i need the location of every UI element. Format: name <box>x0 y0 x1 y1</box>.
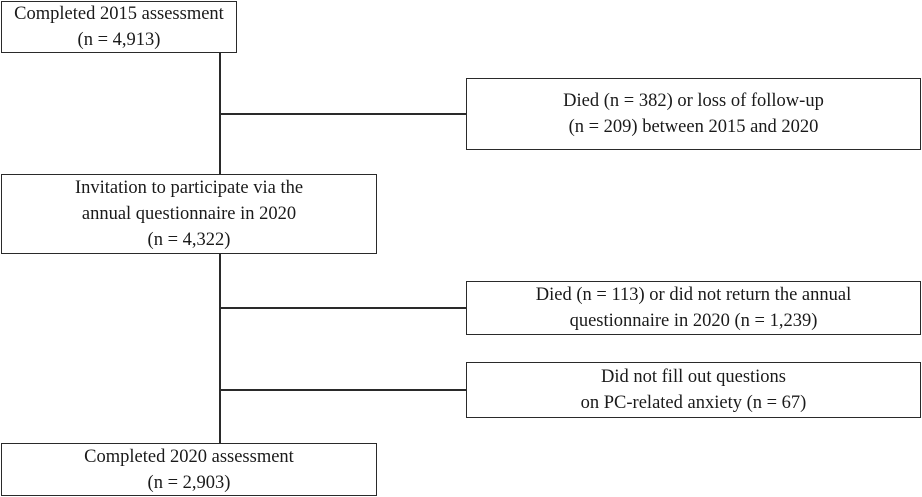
box-label: Died (n = 382) or loss of follow-up <box>563 91 824 111</box>
box-completed-2015-assessment: Completed 2015 assessment (n = 4,913) <box>1 1 237 53</box>
box-label: Completed 2020 assessment <box>84 446 294 467</box>
box-exclusion-missing-anxiety-questions: Did not fill out questions on PC-related… <box>466 362 921 418</box>
box-label: Died (n = 113) or did not return the ann… <box>535 285 852 305</box>
box-exclusion-died-or-lost-follow-up: Died (n = 382) or loss of follow-up (n =… <box>466 78 921 150</box>
box-count: (n = 4,913) <box>77 30 161 50</box>
box-exclusion-died-or-no-return: Died (n = 113) or did not return the ann… <box>466 281 921 335</box>
box-count: (n = 2,903) <box>147 472 231 493</box>
box-label: Did not fill out questions <box>601 367 786 387</box>
box-label: on PC-related anxiety (n = 67) <box>580 393 807 413</box>
box-invitation-2020-questionnaire: Invitation to participate via the annual… <box>1 174 377 254</box>
connector-to-exclusion-1 <box>219 113 466 115</box>
box-count: (n = 4,322) <box>147 230 231 250</box>
connector-to-exclusion-2 <box>219 307 466 309</box>
box-label: Completed 2015 assessment <box>14 4 224 24</box>
box-label: (n = 209) between 2015 and 2020 <box>568 117 819 137</box>
box-completed-2020-assessment: Completed 2020 assessment (n = 2,903) <box>1 443 377 496</box>
connector-main-flow-lower <box>219 254 221 443</box>
box-label: annual questionnaire in 2020 <box>81 204 297 224</box>
box-label: Invitation to participate via the <box>74 178 304 198</box>
box-label: questionnaire in 2020 (n = 1,239) <box>569 311 818 331</box>
connector-to-exclusion-3 <box>219 389 466 391</box>
